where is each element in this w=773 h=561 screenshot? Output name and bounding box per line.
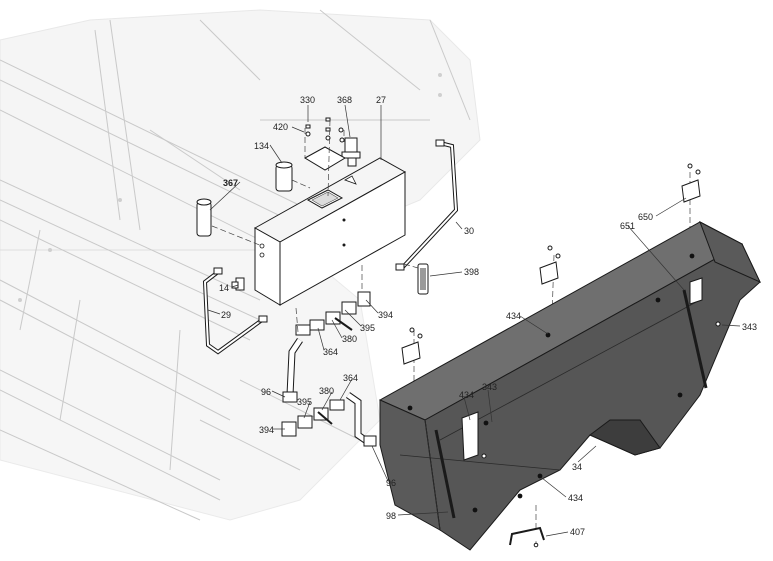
label-98: 98 xyxy=(386,511,396,521)
label-368: 368 xyxy=(337,95,352,105)
label-343-right: 343 xyxy=(742,322,757,332)
leader-lines xyxy=(207,104,741,537)
hose-upper xyxy=(282,338,303,403)
label-343-left: 343 xyxy=(482,382,497,392)
label-330: 330 xyxy=(300,95,315,105)
label-398: 398 xyxy=(464,267,479,277)
callout-labels: 330 368 27 420 134 367 30 14 29 398 394 … xyxy=(219,95,757,537)
label-96-upper: 96 xyxy=(261,387,271,397)
label-134: 134 xyxy=(254,141,269,151)
label-395-lower: 395 xyxy=(297,397,312,407)
label-407: 407 xyxy=(570,527,585,537)
ghost-machine-frame xyxy=(0,9,481,521)
handle xyxy=(509,526,545,548)
label-394-lower: 394 xyxy=(259,425,274,435)
filter-element xyxy=(275,161,293,192)
label-27: 27 xyxy=(376,95,386,105)
hydraulic-tank xyxy=(253,157,407,306)
return-pipe xyxy=(395,139,459,271)
hose-lower xyxy=(345,392,377,447)
label-364-upper: 364 xyxy=(323,347,338,357)
gas-struts xyxy=(434,289,708,519)
upper-valve-assembly xyxy=(295,291,371,336)
filler-cap xyxy=(341,137,361,167)
screws xyxy=(305,117,345,143)
label-34: 34 xyxy=(572,462,582,472)
label-367: 367 xyxy=(223,178,238,188)
suction-filter xyxy=(196,198,212,237)
label-30: 30 xyxy=(464,226,474,236)
cover-plate xyxy=(303,146,347,171)
label-380-lower: 380 xyxy=(319,386,334,396)
label-380-upper: 380 xyxy=(342,334,357,344)
hinge-brackets xyxy=(401,163,721,461)
label-420: 420 xyxy=(273,122,288,132)
label-434-bottom: 434 xyxy=(568,493,583,503)
label-29: 29 xyxy=(221,310,231,320)
sight-gauge xyxy=(417,263,429,295)
label-14: 14 xyxy=(219,283,229,293)
label-434-top: 434 xyxy=(506,311,521,321)
label-651: 651 xyxy=(620,221,635,231)
label-650: 650 xyxy=(638,212,653,222)
label-395-upper: 395 xyxy=(360,323,375,333)
label-96-lower: 96 xyxy=(386,478,396,488)
label-394-upper: 394 xyxy=(378,310,393,320)
label-434-mid: 434 xyxy=(459,390,474,400)
label-364-lower: 364 xyxy=(343,373,358,383)
suction-pipe xyxy=(202,267,268,355)
toolbox xyxy=(378,220,762,551)
